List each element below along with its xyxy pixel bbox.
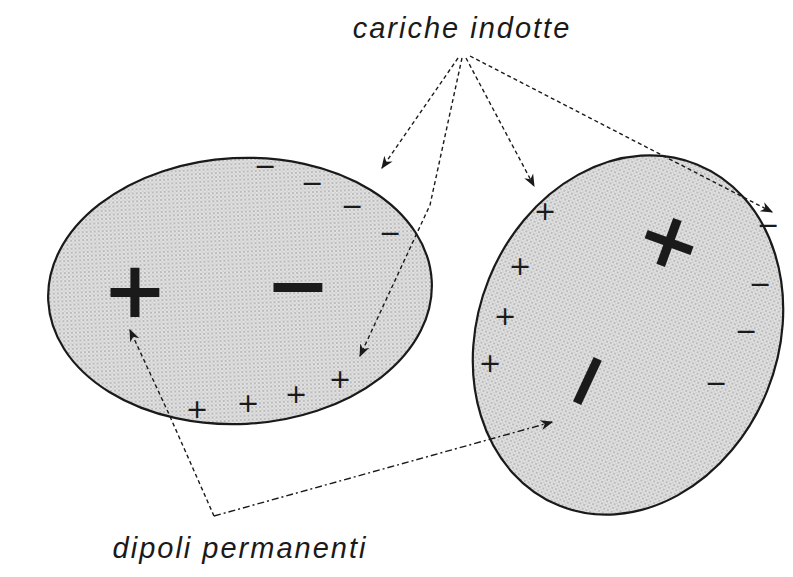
callout-label: dipoli permanenti xyxy=(113,532,368,565)
molecule-shape xyxy=(41,148,438,434)
induced-charge: − xyxy=(757,211,780,238)
induced-charge: − xyxy=(379,219,402,246)
induced-charge: − xyxy=(705,369,728,396)
induced-charge: + xyxy=(494,302,517,329)
molecule-ellipse: +−−−−−++++ xyxy=(45,155,437,430)
induced-charge: − xyxy=(254,152,277,179)
molecule-shape xyxy=(420,108,793,562)
callout-label: cariche indotte xyxy=(353,12,572,45)
induced-charge: + xyxy=(186,395,209,422)
permanent-charge: − xyxy=(265,246,330,324)
induced-charge: − xyxy=(341,192,364,219)
induced-charge: + xyxy=(329,365,352,392)
molecule-ellipse: +−++++−−−− xyxy=(450,148,793,523)
induced-charge: + xyxy=(237,389,260,416)
leader-line xyxy=(466,58,534,186)
permanent-charge: + xyxy=(102,251,167,329)
induced-charge: + xyxy=(479,349,502,376)
induced-charge: − xyxy=(749,270,772,297)
induced-charge: + xyxy=(534,197,557,224)
induced-charge: + xyxy=(285,380,308,407)
induced-charge: + xyxy=(509,252,532,279)
leader-line xyxy=(382,58,458,168)
induced-charge: − xyxy=(301,169,324,196)
induced-charge: − xyxy=(735,317,758,344)
